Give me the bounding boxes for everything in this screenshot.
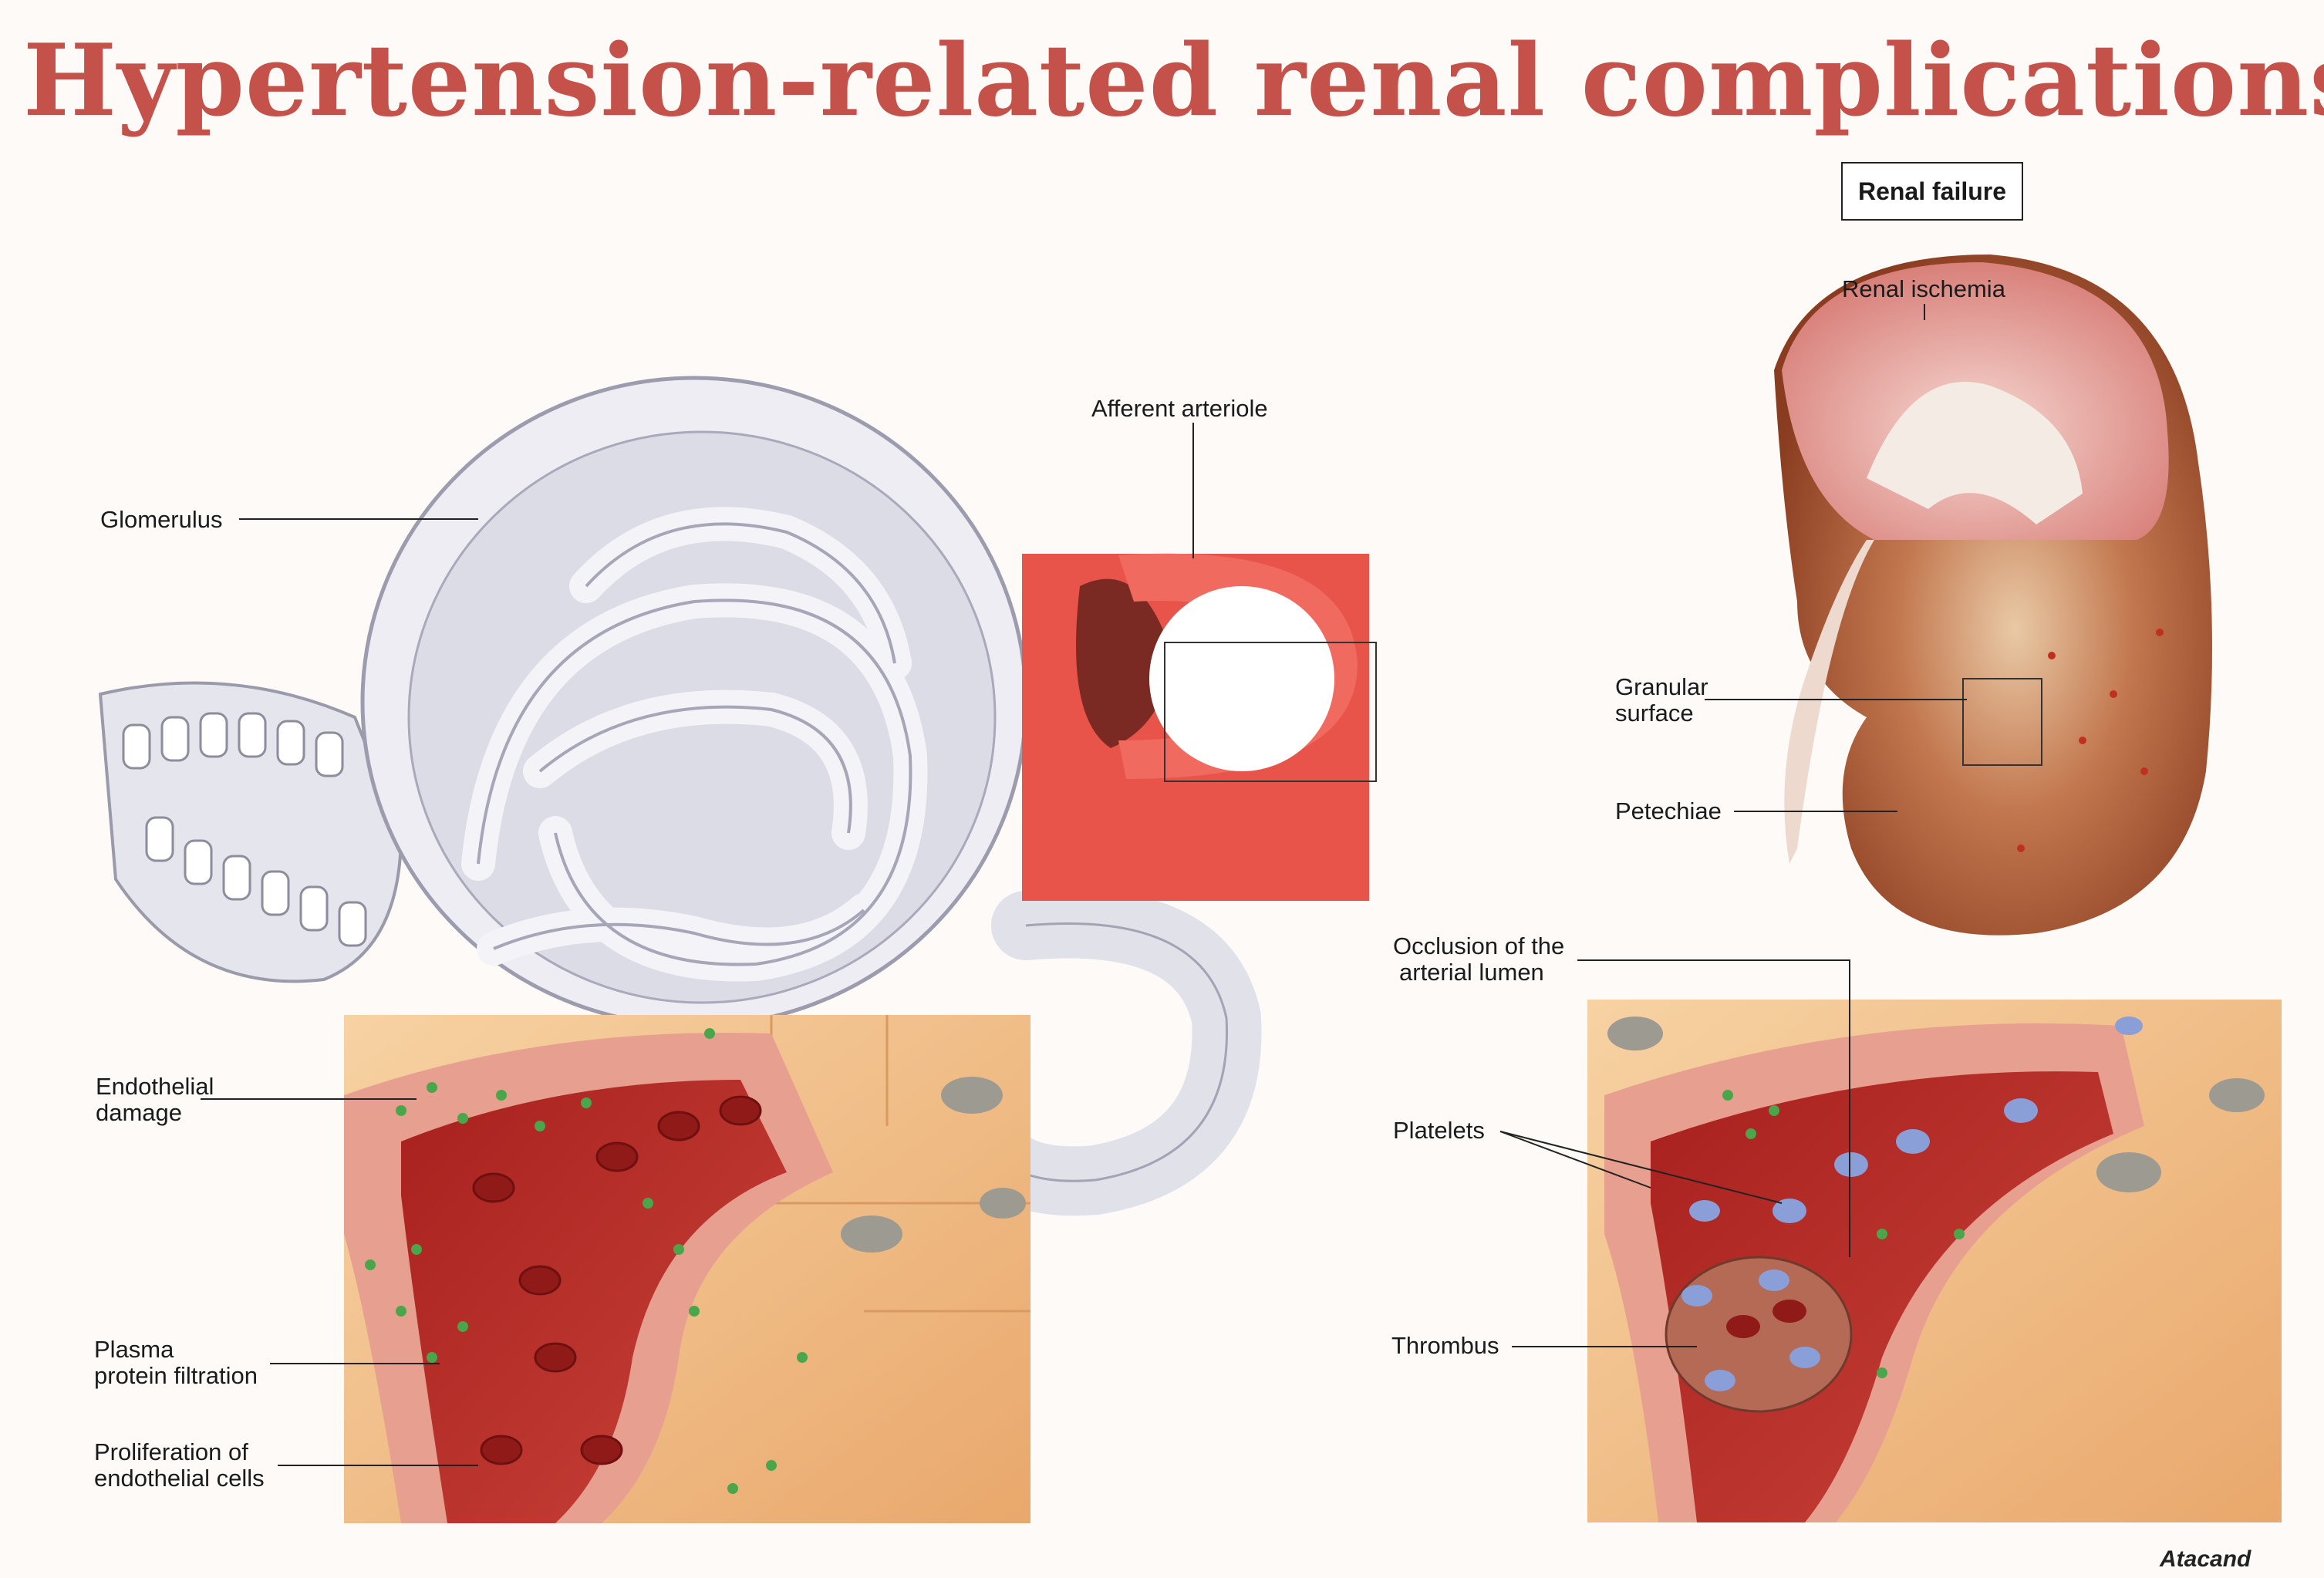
label-endothelial-damage: Endothelial damage	[96, 1074, 214, 1126]
label-occlusion: Occlusion of the arterial lumen	[1393, 933, 1564, 986]
label-platelets: Platelets	[1393, 1117, 1485, 1144]
glomerulus-illustration	[98, 376, 1377, 1216]
label-endothelial-damage-line2: damage	[96, 1099, 183, 1126]
label-afferent-arteriole: Afferent arteriole	[1091, 395, 1268, 422]
brand-logo: Atacand	[2160, 1546, 2251, 1572]
thrombus-detail	[1587, 1000, 2282, 1522]
label-glomerulus: Glomerulus	[100, 506, 223, 533]
label-occlusion-line2: arterial lumen	[1399, 959, 1544, 986]
label-plasma-line2: protein filtration	[94, 1362, 258, 1389]
label-granular-surface-line1: Granular	[1615, 673, 1708, 700]
label-granular-surface-line2: surface	[1615, 700, 1694, 727]
label-proliferation-line1: Proliferation of	[94, 1438, 248, 1465]
label-proliferation-line2: endothelial cells	[94, 1465, 265, 1492]
page-title: Hypertension-related renal complications	[23, 23, 2324, 139]
label-occlusion-line1: Occlusion of the	[1393, 932, 1565, 959]
label-plasma-protein-filtration: Plasma protein filtration	[94, 1337, 258, 1389]
label-proliferation: Proliferation of endothelial cells	[94, 1439, 265, 1492]
label-granular-surface: Granular surface	[1615, 674, 1708, 727]
label-renal-failure: Renal failure	[1841, 162, 2023, 221]
label-thrombus: Thrombus	[1391, 1332, 1499, 1359]
label-petechiae: Petechiae	[1615, 797, 1722, 824]
label-plasma-line1: Plasma	[94, 1336, 174, 1363]
endothelial-damage-detail	[344, 1015, 1030, 1523]
kidney-illustration	[1774, 255, 2212, 936]
label-endothelial-damage-line1: Endothelial	[96, 1073, 214, 1100]
label-renal-ischemia: Renal ischemia	[1842, 275, 2005, 302]
leader-lines	[201, 304, 1967, 1466]
